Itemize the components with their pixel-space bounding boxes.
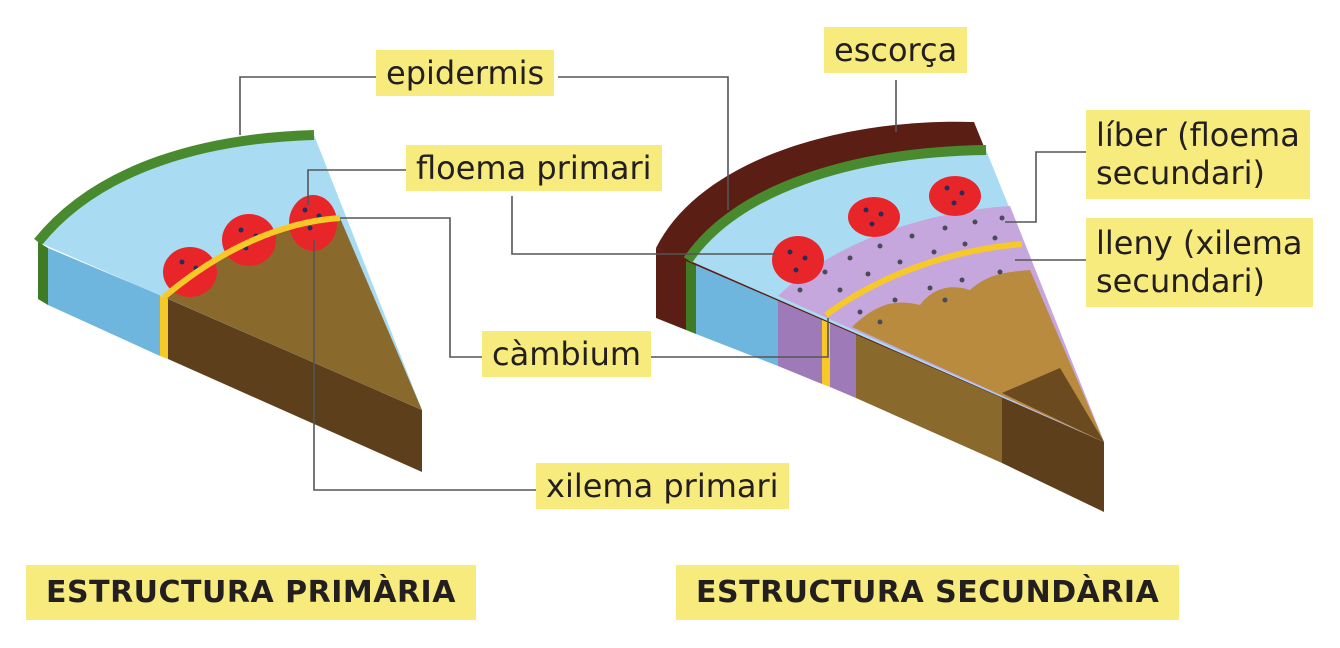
secondary-liber-dots bbox=[797, 215, 1005, 325]
leader-floema-primari-right bbox=[511, 196, 775, 255]
label-liber: líber (floema secundari) bbox=[1086, 110, 1310, 199]
leader-epidermis-left bbox=[239, 76, 378, 135]
label-floema-primari: floema primari bbox=[406, 145, 662, 192]
secondary-side-wood bbox=[856, 328, 1002, 463]
secondary-top-pith bbox=[1002, 368, 1104, 442]
secondary-phloem-bundles bbox=[772, 176, 981, 284]
secondary-side-pith bbox=[1002, 393, 1104, 512]
primary-structure-wedge bbox=[34, 130, 422, 472]
secondary-epidermis-arc bbox=[683, 145, 987, 263]
secondary-side-liber bbox=[778, 296, 822, 384]
label-xilema-primari: xilema primari bbox=[536, 463, 789, 510]
leader-floema-primari bbox=[307, 169, 408, 205]
label-escorca: escorça bbox=[824, 27, 968, 74]
primary-epidermis-arc bbox=[34, 130, 315, 246]
leader-liber bbox=[1005, 151, 1086, 223]
leader-xilema-primari bbox=[313, 240, 536, 491]
secondary-side-epidermis bbox=[686, 260, 696, 334]
primary-top-xylem bbox=[164, 218, 422, 410]
secondary-structure-wedge bbox=[656, 121, 1104, 512]
primary-cambium-arc bbox=[162, 215, 341, 300]
leader-cambium-right bbox=[646, 318, 829, 358]
leader-cambium bbox=[340, 217, 482, 358]
secondary-side-bark bbox=[656, 248, 686, 330]
leader-epidermis-right bbox=[558, 76, 729, 210]
leader-lines bbox=[239, 76, 1086, 491]
label-cambium: càmbium bbox=[482, 331, 652, 378]
primary-side-epidermis bbox=[38, 242, 48, 305]
secondary-cambium-arc bbox=[824, 241, 1023, 318]
secondary-side-lleny bbox=[830, 317, 856, 398]
primary-side-cambium bbox=[160, 295, 168, 359]
label-epidermis: epidermis bbox=[376, 50, 555, 97]
title-primary-structure: ESTRUCTURA PRIMÀRIA bbox=[26, 565, 476, 620]
primary-side-xylem bbox=[168, 298, 422, 472]
title-secondary-structure: ESTRUCTURA SECUNDÀRIA bbox=[676, 565, 1180, 620]
primary-side-cortex bbox=[48, 248, 160, 356]
label-lleny: lleny (xilema secundari) bbox=[1086, 218, 1313, 307]
